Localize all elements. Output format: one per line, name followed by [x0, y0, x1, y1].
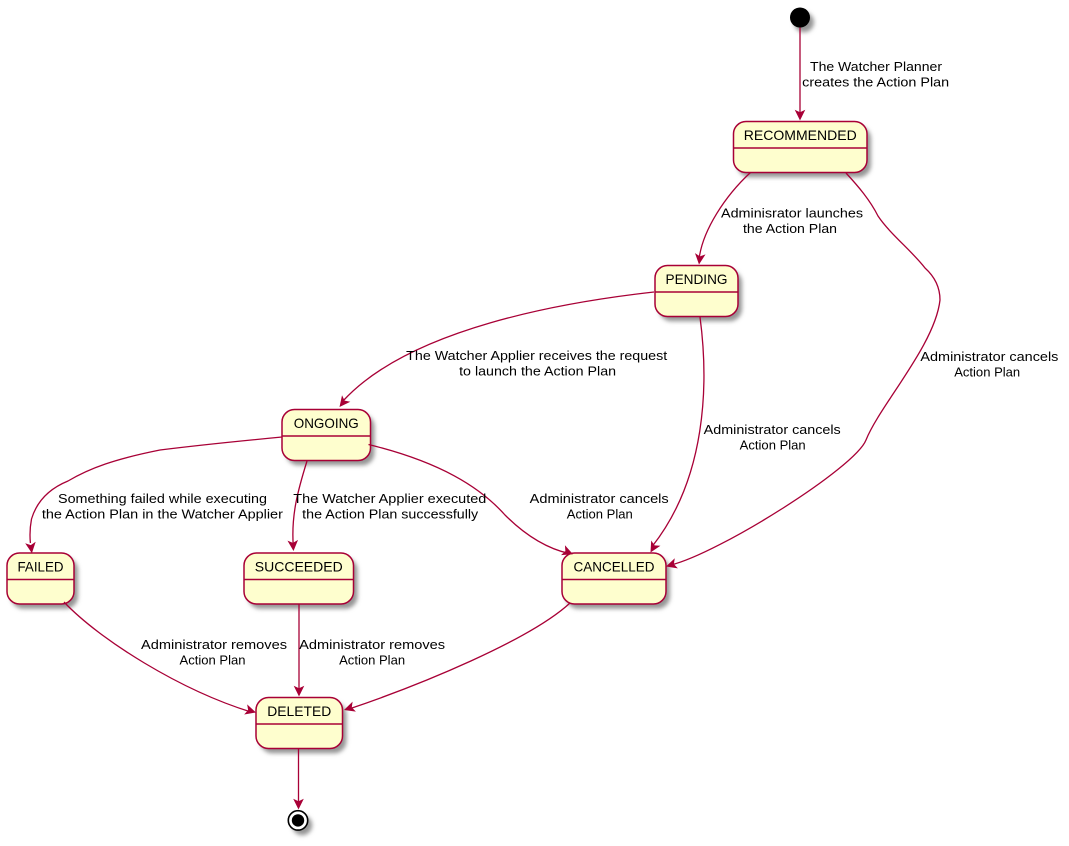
svg-text:Administrator cancels: Administrator cancels	[530, 491, 670, 506]
svg-text:The Watcher Applier executed: The Watcher Applier executed	[293, 491, 486, 506]
svg-text:Something failed while executi: Something failed while executing	[58, 491, 267, 506]
svg-text:Action Plan: Action Plan	[740, 438, 806, 453]
svg-text:ONGOING: ONGOING	[294, 415, 359, 431]
svg-text:DELETED: DELETED	[267, 703, 331, 719]
svg-text:Action Plan: Action Plan	[567, 507, 633, 522]
svg-text:CANCELLED: CANCELLED	[574, 559, 655, 575]
svg-text:The Watcher Applier receives t: The Watcher Applier receives the request	[406, 348, 667, 363]
svg-text:The Watcher Planner: The Watcher Planner	[810, 59, 943, 74]
svg-text:FAILED: FAILED	[18, 559, 64, 575]
svg-text:Administrator cancels: Administrator cancels	[704, 422, 842, 437]
svg-text:Administrator removes: Administrator removes	[141, 637, 288, 652]
svg-text:creates the Action Plan: creates the Action Plan	[802, 75, 949, 90]
svg-text:the Action Plan in the Watcher: the Action Plan in the Watcher Applier	[42, 507, 284, 522]
svg-text:Action Plan: Action Plan	[180, 653, 246, 668]
svg-text:PENDING: PENDING	[666, 271, 728, 287]
svg-text:the Action Plan successfully: the Action Plan successfully	[302, 507, 479, 522]
svg-text:SUCCEEDED: SUCCEEDED	[255, 559, 343, 575]
svg-text:Action Plan: Action Plan	[954, 365, 1020, 380]
svg-text:Administrator removes: Administrator removes	[299, 637, 446, 652]
svg-text:Adminisrator launches: Adminisrator launches	[721, 206, 864, 221]
svg-text:Action Plan: Action Plan	[339, 653, 405, 668]
svg-text:the Action Plan: the Action Plan	[743, 221, 837, 236]
svg-text:RECOMMENDED: RECOMMENDED	[744, 127, 857, 143]
svg-text:Administrator cancels: Administrator cancels	[920, 349, 1059, 364]
svg-text:to launch the Action Plan: to launch the Action Plan	[459, 364, 616, 379]
